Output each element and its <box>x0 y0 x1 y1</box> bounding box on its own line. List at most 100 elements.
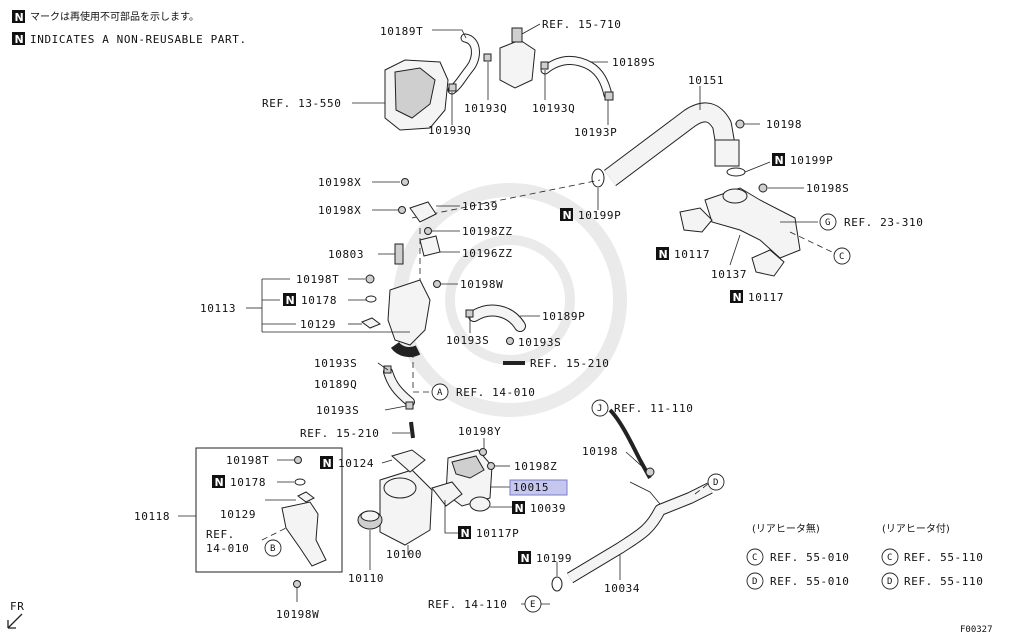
bolt-10198ZZ <box>424 227 432 235</box>
gasket-10129 <box>360 317 382 329</box>
non-reusable-badge <box>212 475 225 488</box>
clamp-10193Q <box>483 53 492 62</box>
front-indicator: FR <box>7 600 24 629</box>
gasket-10117 <box>751 249 785 277</box>
label-10199P: 10199P <box>790 154 833 167</box>
svg-text:E: E <box>530 600 535 610</box>
gasket-10129 <box>297 491 315 503</box>
bolt-10198W <box>293 580 301 588</box>
callout-G <box>819 213 837 231</box>
label-10198X: 10198X <box>318 176 361 189</box>
bolt-10198 <box>735 119 745 129</box>
label-10189S: 10189S <box>612 56 655 69</box>
oring-10199P <box>726 167 746 177</box>
bolt-10198T <box>294 456 302 464</box>
label-10198X: 10198X <box>318 204 361 217</box>
label-10015: 10015 <box>513 481 549 494</box>
label-10803: 10803 <box>328 248 364 261</box>
hose-10189P <box>465 304 540 365</box>
svg-text:C: C <box>839 252 844 262</box>
svg-text:A: A <box>437 388 443 398</box>
front-arrow-icon <box>7 613 23 629</box>
ref-C-with: REF. 55-110 <box>904 551 983 564</box>
label-10198Z: 10198Z <box>514 460 557 473</box>
label-10198Y: 10198Y <box>458 425 501 438</box>
svg-text:N: N <box>15 33 24 46</box>
label-10198W: 10198W <box>460 278 503 291</box>
svg-text:D: D <box>752 577 757 587</box>
highlight-10015 <box>509 479 568 496</box>
svg-text:N: N <box>659 248 668 261</box>
sensor-10803 <box>394 243 404 265</box>
legend: N マークは再使用不可部品を示します。 N INDICATES A NON-RE… <box>12 10 247 46</box>
non-reusable-badge <box>12 32 25 45</box>
callout-J <box>591 399 609 417</box>
non-reusable-badge <box>458 526 471 539</box>
pipe-ref-15-210 <box>409 421 415 439</box>
clamp-10193Q <box>448 83 457 92</box>
ref-D-with: REF. 55-110 <box>904 575 983 588</box>
label-ref-23-310: REF. 23-310 <box>844 216 923 229</box>
bolt-10198T <box>365 274 375 284</box>
bolt-10198W <box>433 280 441 288</box>
oring-10199 <box>551 576 563 592</box>
label-ref-14-110: REF. 14-110 <box>428 598 507 611</box>
label-10039: 10039 <box>530 502 566 515</box>
svg-text:N: N <box>323 457 332 470</box>
label-10199P: 10199P <box>578 209 621 222</box>
label-10198: 10198 <box>582 445 618 458</box>
table-header-without-rear-heater: (リアヒータ無) <box>752 522 820 535</box>
throttle-body-detail <box>394 67 436 119</box>
label-10117: 10117 <box>748 291 784 304</box>
label-10189P: 10189P <box>542 310 585 323</box>
label-10189Q: 10189Q <box>314 378 357 391</box>
box-10118 <box>178 447 343 602</box>
label-ref-15-710: REF. 15-710 <box>542 18 621 31</box>
callout-D <box>746 572 764 590</box>
non-reusable-badge <box>512 501 525 514</box>
gasket-10117P <box>431 481 463 507</box>
callout-B <box>264 539 282 557</box>
non-reusable-badge <box>730 290 743 303</box>
label-10193Q: 10193Q <box>532 102 575 115</box>
leader-line <box>521 23 541 35</box>
pipe-ref-11-110 <box>608 408 652 479</box>
bolt-10198X <box>398 206 406 214</box>
label-10129: 10129 <box>300 318 336 331</box>
callout-D <box>707 473 725 491</box>
ref-D-without: REF. 55-010 <box>770 575 849 588</box>
clamp-10193Q <box>540 61 549 70</box>
thermostat-housing-10113 <box>246 178 460 393</box>
callout-C <box>746 548 764 566</box>
label-fr: FR <box>10 600 24 613</box>
non-reusable-badge <box>320 456 333 469</box>
svg-text:N: N <box>461 527 470 540</box>
label-10196ZZ: 10196ZZ <box>462 247 513 260</box>
label-ref-13-550: REF. 13-550 <box>262 97 341 110</box>
callout-A <box>431 383 449 401</box>
legend-text-en: INDICATES A NON-REUSABLE PART. <box>30 33 247 46</box>
label-ref-15-210: REF. 15-210 <box>530 357 609 370</box>
svg-text:N: N <box>733 291 742 304</box>
label-10199: 10199 <box>536 552 572 565</box>
water-outlet-10137 <box>679 183 833 277</box>
label-10193Q: 10193Q <box>428 124 471 137</box>
label-10193S: 10193S <box>316 404 359 417</box>
bolt-10198Z <box>487 462 495 470</box>
bolt-10198X <box>401 178 409 186</box>
table-header-with-rear-heater: (リアヒータ付) <box>882 522 950 535</box>
callout-E <box>524 595 542 613</box>
label-10198: 10198 <box>766 118 802 131</box>
label-10034: 10034 <box>604 582 640 595</box>
svg-text:N: N <box>286 294 295 307</box>
label-10118: 10118 <box>134 510 170 523</box>
svg-text:D: D <box>713 478 718 488</box>
label-10137: 10137 <box>711 268 747 281</box>
non-reusable-badge <box>518 551 531 564</box>
throttle-body-group <box>352 23 614 131</box>
label-10178: 10178 <box>230 476 266 489</box>
non-reusable-badge <box>12 10 25 23</box>
callout-D <box>881 572 899 590</box>
svg-text:D: D <box>887 577 892 587</box>
